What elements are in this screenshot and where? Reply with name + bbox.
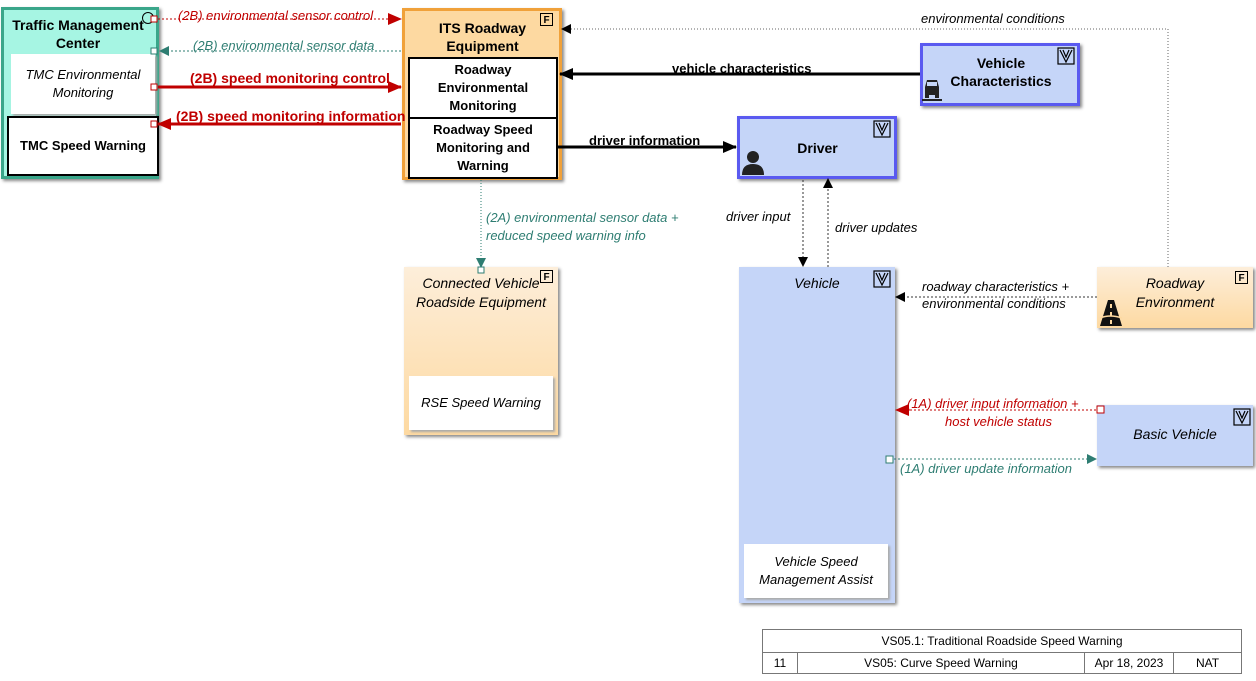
label-driver-updates: driver updates [835,220,918,235]
basic-vehicle-node[interactable]: Basic Vehicle [1097,405,1253,466]
footer-title: VS05.1: Traditional Roadside Speed Warni… [762,629,1242,653]
roadway-env-monitoring[interactable]: Roadway Environmental Monitoring [408,57,558,119]
person-icon [741,150,765,176]
roadway-environment-node[interactable]: Roadway Environment [1097,267,1253,328]
vehicle-speed-mgmt-assist[interactable]: Vehicle Speed Management Assist [744,544,888,598]
tmc-speed-warning[interactable]: TMC Speed Warning [7,116,159,176]
tmc-node[interactable]: Traffic Management Center TMC Environmen… [1,7,159,179]
basic-vehicle-title: Basic Vehicle [1133,426,1217,442]
its-node[interactable]: ITS Roadway Equipment Roadway Environmen… [402,8,562,180]
tmc-env-monitoring[interactable]: TMC Environmental Monitoring [11,54,155,114]
rse-speed-warning[interactable]: RSE Speed Warning [409,376,553,430]
label-driver-information: driver information [589,133,701,148]
road-icon [1098,298,1124,328]
label-cv-env-sensor-2: reduced speed warning info [486,228,646,243]
label-roadway-characteristics-1: roadway characteristics + [922,279,1070,294]
roadway-environment-title: Roadway Environment [1135,275,1215,310]
footer-name: VS05: Curve Speed Warning [797,652,1085,674]
vehicle-tag-icons [873,47,1251,426]
vehicle-title: Vehicle [794,275,840,291]
label-speed-monitoring-info: (2B) speed monitoring information [176,108,406,124]
car-icon [922,75,942,103]
label-driver-input-info-1: (1A) driver input information + [907,396,1079,411]
label-cv-env-sensor-1: (2A) environmental sensor data + [486,210,679,225]
label-environmental-conditions: environmental conditions [921,11,1065,26]
label-driver-input-info-2: host vehicle status [945,414,1052,429]
label-vehicle-characteristics: vehicle characteristics [672,61,812,76]
vehicle-characteristics-node[interactable]: Vehicle Characteristics [920,43,1080,106]
its-title: ITS Roadway Equipment [438,20,527,54]
cvre-tag: F [540,270,553,283]
label-roadway-characteristics-2: environmental conditions [922,296,1066,311]
footer-date: Apr 18, 2023 [1084,652,1174,674]
label-driver-input: driver input [726,209,791,224]
label-env-sensor-data: (2B) environmental sensor data [193,38,375,53]
cvre-title: Connected Vehicle Roadside Equipment [416,275,546,310]
roadway-speed-monitoring[interactable]: Roadway Speed Monitoring and Warning [408,117,558,179]
cvre-node[interactable]: Connected Vehicle Roadside Equipment RSE… [404,267,558,435]
footer-number: 11 [762,652,798,674]
driver-node[interactable]: Driver [737,116,897,179]
vehicle-characteristics-title: Vehicle Characteristics [950,55,1052,89]
label-speed-monitoring-control: (2B) speed monitoring control [190,70,390,86]
footer-scope: NAT [1173,652,1242,674]
label-driver-update-info: (1A) driver update information [900,461,1072,476]
driver-title: Driver [797,140,838,156]
vehicle-node[interactable]: Vehicle Vehicle Speed Management Assist [739,267,895,603]
roadway-environment-tag: F [1235,271,1248,284]
tmc-title: Traffic Management Center [12,17,144,51]
label-env-sensor-control: (2B) environmental sensor control [178,8,374,23]
its-tag: F [540,13,553,26]
footer-title-block: VS05.1: Traditional Roadside Speed Warni… [762,629,1242,674]
